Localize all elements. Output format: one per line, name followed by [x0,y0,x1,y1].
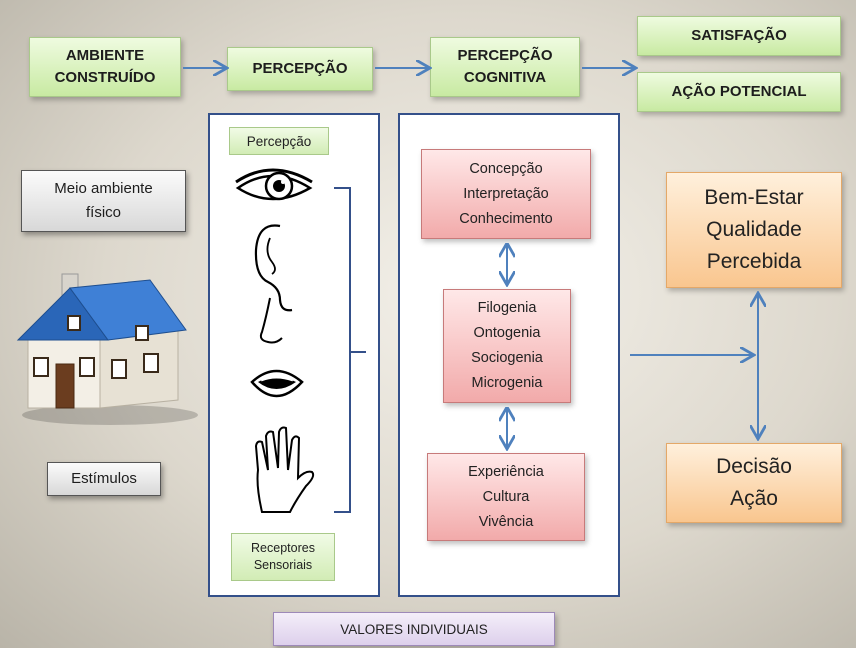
ear-icon [254,224,293,312]
satisfacao-label: SATISFAÇÃO [691,27,787,44]
valores-individuais-label: VALORES INDIVIDUAIS [340,621,488,637]
receptores-line-2: Sensoriais [253,558,313,572]
house-illustration [16,273,198,425]
ambiente-construido-box: AMBIENTE CONSTRUÍDO [29,37,181,97]
concepcao-box: Concepção Interpretação Conhecimento [421,149,591,239]
eye-icon [235,168,313,201]
satisfacao-box: SATISFAÇÃO [637,16,841,56]
estimulos-box: Estímulos [47,462,161,496]
filogenia-box: Filogenia Ontogenia Sociogenia Microgeni… [443,289,571,403]
decisao-box: Decisão Ação [666,443,842,523]
percepcao-header-box: Percepção [229,127,329,155]
decisao-line-1: Decisão [716,455,792,478]
percepcao-cognitiva-line-1: PERCEPÇÃO [457,47,553,64]
filogenia-line-1: Filogenia [477,300,537,316]
experiencia-box: Experiência Cultura Vivência [427,453,585,541]
bem-estar-box: Bem-Estar Qualidade Percebida [666,172,842,288]
concepcao-line-2: Interpretação [463,185,549,202]
experiencia-line-3: Vivência [478,513,534,530]
concepcao-line-1: Concepção [469,160,543,177]
receptores-box: Receptores Sensoriais [231,533,335,581]
valores-individuais-box: VALORES INDIVIDUAIS [273,612,555,646]
percepcao-label: PERCEPÇÃO [252,60,348,77]
acao-potencial-label: AÇÃO POTENCIAL [671,83,807,100]
experiencia-line-1: Experiência [468,463,544,480]
bem-estar-line-2: Qualidade [706,218,802,241]
bem-estar-line-1: Bem-Estar [704,186,804,209]
bem-estar-line-3: Percebida [706,250,802,273]
meio-ambiente-line-2: físico [85,204,121,221]
percepcao-header-label: Percepção [246,133,312,149]
percepcao-cognitiva-line-2: COGNITIVA [463,69,547,86]
filogenia-line-3: Sociogenia [471,350,543,366]
percepcao-cognitiva-box: PERCEPÇÃO COGNITIVA [430,37,580,97]
hand-icon [254,426,315,513]
estimulos-label: Estímulos [71,470,137,487]
experiencia-line-2: Cultura [482,488,530,505]
mouth-icon [250,369,304,398]
concepcao-line-3: Conhecimento [459,210,553,227]
acao-potencial-box: AÇÃO POTENCIAL [637,72,841,112]
decisao-line-2: Ação [730,487,778,510]
meio-ambiente-line-1: Meio ambiente [54,180,153,197]
ambiente-line-2: CONSTRUÍDO [54,69,156,86]
receptores-line-1: Receptores [251,541,315,555]
ambiente-line-1: AMBIENTE [65,47,145,64]
nose-icon [259,297,283,344]
percepcao-box: PERCEPÇÃO [227,47,373,91]
meio-ambiente-box: Meio ambiente físico [21,170,186,232]
filogenia-line-4: Microgenia [471,375,543,391]
filogenia-line-2: Ontogenia [473,325,541,341]
